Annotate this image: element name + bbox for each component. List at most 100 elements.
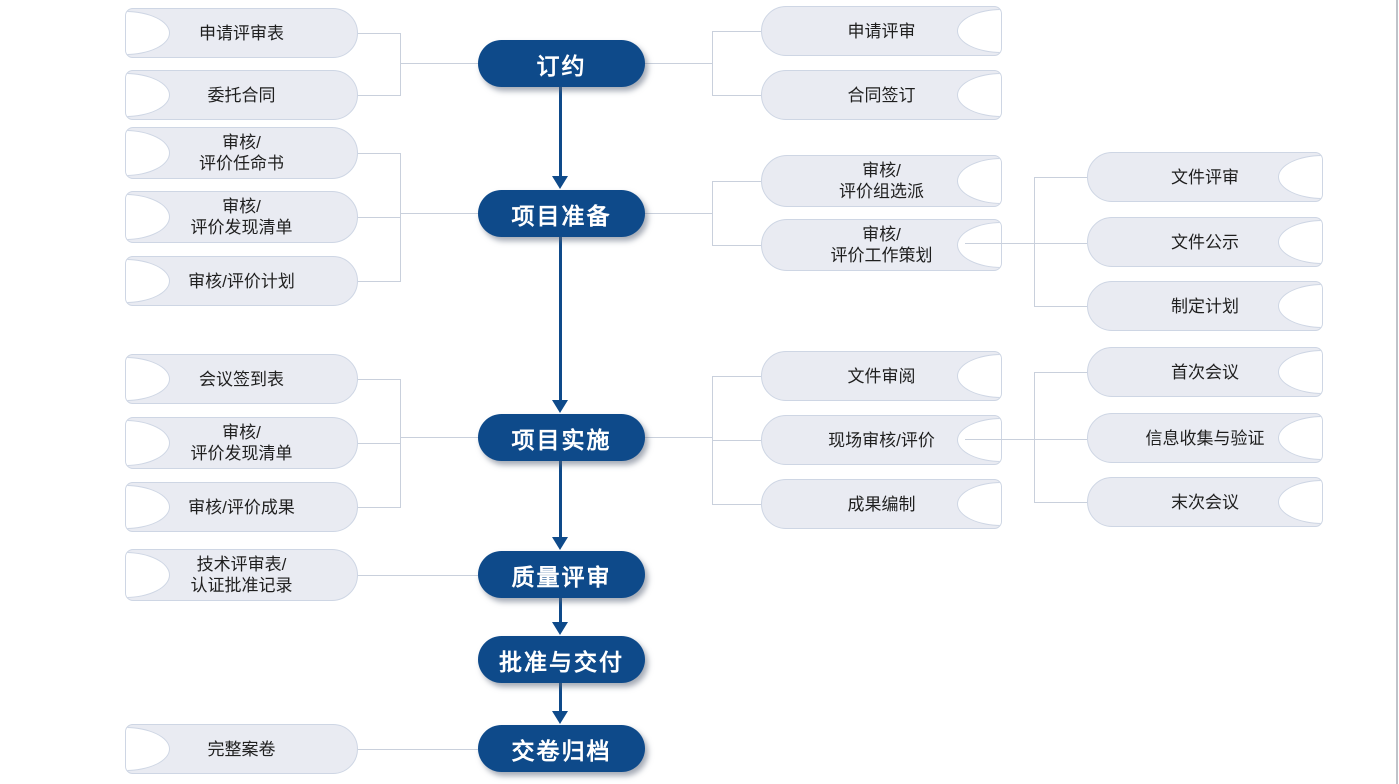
connector-line — [712, 95, 761, 96]
connector-line — [965, 243, 1087, 244]
stage-node: 订约 — [478, 40, 645, 87]
connector-line — [712, 504, 761, 505]
document-pill: 审核/ 评价发现清单 — [125, 417, 358, 469]
activity-pill: 合同签订 — [761, 70, 1002, 120]
stage-label: 项目准备 — [511, 202, 612, 229]
connector-line — [350, 749, 478, 750]
pill-notch — [126, 11, 170, 55]
pill-notch — [126, 73, 170, 117]
flow-arrowhead-icon — [552, 176, 568, 189]
document-pill: 审核/评价成果 — [125, 482, 358, 532]
pill-notch — [126, 552, 170, 598]
document-pill: 会议签到表 — [125, 354, 358, 404]
connector-line — [712, 245, 761, 246]
flow-arrowhead-icon — [552, 400, 568, 413]
activity-pill: 成果编制 — [761, 479, 1002, 529]
connector-line — [712, 181, 713, 246]
subactivity-pill-label: 文件评审 — [1171, 167, 1239, 187]
connector-line — [1034, 177, 1087, 178]
pill-notch — [126, 727, 170, 771]
document-pill-label: 委托合同 — [207, 85, 276, 105]
flow-arrowhead-icon — [552, 711, 568, 724]
subactivity-pill-label: 制定计划 — [1171, 296, 1239, 316]
document-pill: 完整案卷 — [125, 724, 358, 774]
connector-line — [350, 507, 400, 508]
connector-line — [400, 33, 401, 96]
pill-notch — [957, 158, 1001, 204]
connector-line — [350, 33, 400, 34]
subactivity-pill: 首次会议 — [1087, 347, 1323, 397]
subactivity-pill-label: 首次会议 — [1171, 362, 1239, 382]
activity-pill: 申请评审 — [761, 6, 1002, 56]
document-pill-label: 完整案卷 — [207, 739, 276, 759]
document-pill: 委托合同 — [125, 70, 358, 120]
subactivity-pill-label: 末次会议 — [1171, 492, 1239, 512]
flow-arrow-line — [559, 87, 562, 176]
activity-pill-label: 审核/ 评价组选派 — [839, 161, 924, 201]
flow-arrow-line — [559, 237, 562, 400]
subactivity-pill: 末次会议 — [1087, 477, 1323, 527]
pill-notch — [1278, 284, 1322, 328]
pill-notch — [126, 194, 170, 240]
pill-notch — [126, 357, 170, 401]
stage-label: 订约 — [536, 52, 587, 79]
stage-node: 项目准备 — [478, 190, 645, 237]
connector-line — [350, 443, 400, 444]
flow-arrowhead-icon — [552, 622, 568, 635]
connector-line — [400, 379, 401, 508]
pill-notch — [1278, 416, 1322, 460]
subactivity-pill-label: 信息收集与验证 — [1145, 428, 1265, 448]
document-pill-label: 审核/ 评价发现清单 — [190, 197, 293, 237]
connector-line — [1034, 372, 1087, 373]
connector-line — [350, 575, 478, 576]
pill-notch — [957, 418, 1001, 462]
pill-notch — [126, 485, 170, 529]
connector-line — [400, 63, 478, 64]
connector-line — [1034, 372, 1035, 503]
flow-arrow-line — [559, 683, 562, 711]
connector-line — [1034, 502, 1087, 503]
document-pill-label: 会议签到表 — [199, 369, 284, 389]
right-edge-line — [1396, 0, 1398, 784]
connector-line — [645, 213, 712, 214]
activity-pill-label: 申请评审 — [847, 21, 916, 41]
connector-line — [645, 437, 712, 438]
activity-pill: 审核/ 评价组选派 — [761, 155, 1002, 207]
document-pill-label: 审核/ 评价发现清单 — [190, 423, 293, 463]
document-pill-label: 审核/ 评价任命书 — [199, 133, 284, 173]
stage-node: 交卷归档 — [478, 725, 645, 772]
pill-notch — [957, 222, 1001, 268]
stage-label: 质量评审 — [511, 563, 612, 590]
pill-notch — [1278, 220, 1322, 264]
pill-notch — [957, 482, 1001, 526]
connector-line — [350, 95, 400, 96]
pill-notch — [1278, 155, 1322, 199]
flow-arrow-line — [559, 598, 562, 622]
pill-notch — [957, 354, 1001, 398]
connector-line — [1034, 177, 1035, 307]
document-pill-label: 审核/评价成果 — [188, 497, 295, 517]
activity-pill-label: 成果编制 — [847, 494, 916, 514]
connector-line — [712, 376, 761, 377]
activity-pill-label: 现场审核/评价 — [828, 430, 935, 450]
pill-notch — [1278, 350, 1322, 394]
connector-line — [350, 379, 400, 380]
activity-pill-label: 审核/ 评价工作策划 — [830, 225, 933, 265]
stage-label: 交卷归档 — [511, 737, 612, 764]
connector-line — [350, 217, 400, 218]
subactivity-pill: 制定计划 — [1087, 281, 1323, 331]
pill-notch — [1278, 480, 1322, 524]
stage-node: 批准与交付 — [478, 636, 645, 683]
flow-arrow-line — [559, 461, 562, 537]
pill-notch — [126, 420, 170, 466]
connector-line — [712, 440, 761, 441]
activity-pill: 现场审核/评价 — [761, 415, 1002, 465]
subactivity-pill-label: 文件公示 — [1171, 232, 1239, 252]
connector-line — [400, 213, 478, 214]
connector-line — [645, 63, 712, 64]
pill-notch — [957, 9, 1001, 53]
connector-line — [1034, 306, 1087, 307]
flow-arrowhead-icon — [552, 537, 568, 550]
connector-line — [712, 31, 761, 32]
subactivity-pill: 文件评审 — [1087, 152, 1323, 202]
